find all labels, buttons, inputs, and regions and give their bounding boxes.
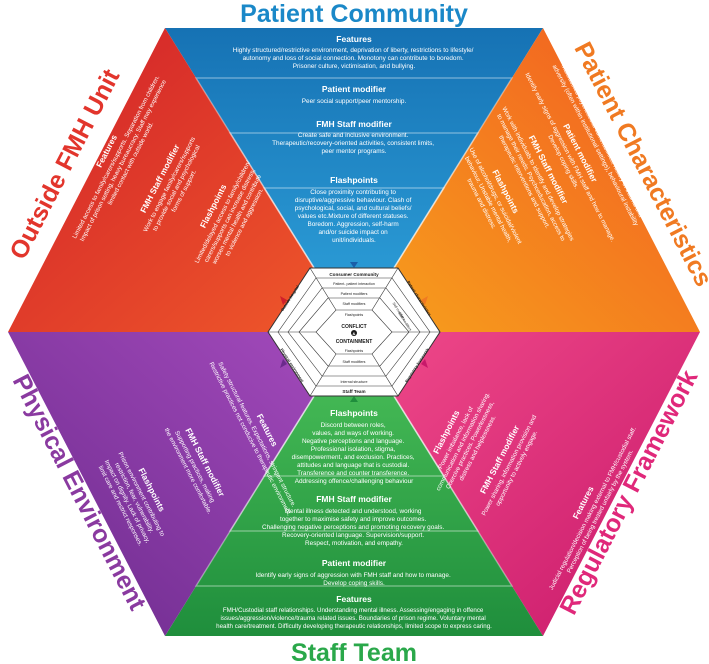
staffteam-staff-line: Recovery-oriented language. Supervision/… xyxy=(282,532,424,539)
svg-text:Close proximity contributing t: Close proximity contributing to disrupti… xyxy=(295,189,414,244)
community-staff-line: Therapeutic/recovery-oriented activities… xyxy=(272,140,434,147)
center-spoke xyxy=(371,353,399,397)
staffteam-features-line: FMH/Custodial staff relationships. Under… xyxy=(223,607,484,614)
community-features-line: Prisoner culture, victimisation, and bul… xyxy=(293,63,416,70)
title-staff-team: Staff Team xyxy=(291,639,417,664)
staffteam-staff-line: together to maximise safety and improve … xyxy=(280,516,427,523)
staffteam-flash-line: values, and ways of working. xyxy=(312,430,394,437)
staffteam-flash-line: Professional isolation, stigma, xyxy=(311,446,396,453)
sector-staff-team xyxy=(165,332,543,636)
sector-regulatory-framework xyxy=(354,332,700,636)
staffteam-flash-line: Negative perceptions and language. xyxy=(302,438,405,445)
marker-blue-triangle xyxy=(350,262,358,268)
community-flash-line: unit/individuals. xyxy=(332,237,376,244)
community-flash-line: values etc.Mixture of different statuses… xyxy=(298,213,409,220)
community-staff-line: Create safe and inclusive environment. xyxy=(298,132,409,139)
community-staff-line: peer mentor programs. xyxy=(322,148,387,155)
svg-text:Mental illness detected and un: Mental illness detected and understood, … xyxy=(262,508,446,547)
community-features-line: autonomy and loss of social connection. … xyxy=(243,55,464,62)
center-staff-modifiers: Staff modifiers xyxy=(343,302,366,306)
patient-community-content: Features Highly structured/restrictive e… xyxy=(233,34,475,244)
community-flashpoints-heading: Flashpoints xyxy=(330,175,378,185)
community-flash-line: Close proximity contributing to xyxy=(310,189,396,196)
sector-patient-community xyxy=(165,28,543,332)
marker-green-triangle xyxy=(350,396,358,402)
staffteam-patient-line: Identify early signs of aggression with … xyxy=(255,572,450,579)
center-internal-structure: Internal structure xyxy=(341,380,368,384)
staffteam-flash-line: Transference and counter transference. xyxy=(297,470,409,477)
sector-physical-environment xyxy=(8,332,354,636)
community-flash-line: psychological, social, and cultural beli… xyxy=(295,205,412,212)
staffteam-flash-line: attitudes and language that is custodial… xyxy=(297,462,409,469)
staffteam-staff-line: Challenging negative perceptions and pro… xyxy=(262,524,444,531)
center-amp-circle xyxy=(351,330,357,336)
center-consumer-community: Consumer Community xyxy=(329,272,379,277)
marker-magenta-triangle xyxy=(421,359,428,368)
center-spoke xyxy=(371,267,399,311)
center-patient-modifiers: Patient modifiers xyxy=(341,292,368,296)
staffteam-flash-line: Addressing offence/challenging behaviour xyxy=(295,478,414,485)
marker-purple-triangle xyxy=(280,359,287,368)
sector-patient-characteristics xyxy=(354,28,700,332)
marker-red-triangle xyxy=(280,296,287,305)
community-features-line: Highly structured/restrictive environmen… xyxy=(233,47,474,54)
center-spoke xyxy=(309,353,337,397)
svg-text:FMH/Custodial staff relationsh: FMH/Custodial staff relationships. Under… xyxy=(216,607,492,630)
staffteam-staff-modifier-heading: FMH Staff modifier xyxy=(316,494,392,504)
staffteam-flashpoints-heading: Flashpoints xyxy=(330,408,378,418)
center-conflict: CONFLICT xyxy=(341,324,366,330)
center-flashpoints-bottom: Flashpoints xyxy=(345,349,364,353)
community-features-heading: Features xyxy=(336,34,372,44)
center-amp: & xyxy=(353,331,356,336)
community-flash-line: and/or suicide impact on xyxy=(318,229,388,236)
community-flash-line: disruptive/aggressive behaviour. Clash o… xyxy=(295,197,412,204)
staffteam-staff-line: Respect, motivation, and empathy. xyxy=(305,540,403,547)
staffteam-patient-line: Develop coping skills. xyxy=(323,580,385,587)
staffteam-flash-line: disempowerment, and exclusion. Practices… xyxy=(292,454,415,461)
staffteam-patient-modifier-heading: Patient modifier xyxy=(322,558,387,568)
staffteam-features-line: health care/treatment. Difficulty develo… xyxy=(216,623,492,630)
center-patient-patient: Patient- patient interaction xyxy=(333,282,375,286)
staff-team-content: Flashpoints Discord between roles, value… xyxy=(216,408,492,630)
center-spoke xyxy=(309,267,337,311)
staffteam-staff-line: Mental illness detected and understood, … xyxy=(285,508,422,515)
svg-text:Highly structured/restrictive: Highly structured/restrictive environmen… xyxy=(233,47,475,70)
center-staff-modifiers-bottom: Staff modifiers xyxy=(343,360,366,364)
marker-orange-triangle xyxy=(421,296,428,305)
center-staff-team: Staff Team xyxy=(342,389,365,394)
staffteam-features-line: issues/aggression/violence/trauma relate… xyxy=(221,615,486,622)
center-containment: CONTAINMENT xyxy=(336,339,373,345)
svg-text:Discord between roles, v: Discord between roles, values, and ways … xyxy=(292,422,417,485)
center-flashpoints: Flashpoints xyxy=(345,313,364,317)
community-staff-modifier-heading: FMH Staff modifier xyxy=(316,119,392,129)
staffteam-flash-line: Discord between roles, xyxy=(321,422,386,429)
title-patient-community: Patient Community xyxy=(240,0,468,28)
community-patient-modifier-heading: Patient modifier xyxy=(322,84,387,94)
band-separators xyxy=(194,77,514,587)
staffteam-features-heading: Features xyxy=(336,594,372,604)
community-flash-line: Boredom. Aggression, self-harm xyxy=(307,221,398,228)
sector-outside-fmh-unit xyxy=(8,28,354,332)
svg-text:Identify early signs of aggres: Identify early signs of aggression with … xyxy=(255,572,452,587)
svg-text:Create safe and inclusive envi: Create safe and inclusive environment. T… xyxy=(272,132,436,155)
community-patient-modifier-text: Peer social support/peer mentorship. xyxy=(302,98,407,105)
